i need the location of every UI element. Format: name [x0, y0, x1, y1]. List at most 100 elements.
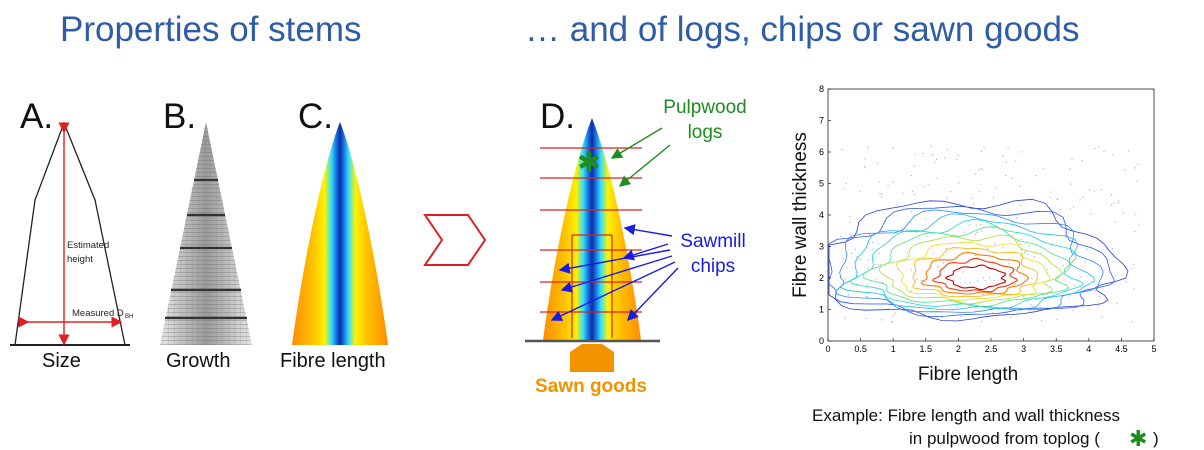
right-title: … and of logs, chips or sawn goods	[525, 10, 1080, 49]
noise-point	[993, 280, 995, 282]
noise-point	[1094, 290, 1097, 292]
noise-point	[1082, 297, 1084, 299]
noise-point	[959, 277, 961, 279]
noise-point	[925, 218, 927, 220]
noise-point	[918, 237, 920, 240]
noise-point	[983, 146, 985, 148]
pulpwood-arrows	[610, 127, 671, 187]
noise-point	[859, 190, 861, 192]
noise-point	[1133, 288, 1135, 290]
noise-point	[1002, 247, 1004, 249]
y-tick-label: 4	[819, 210, 824, 220]
noise-point	[882, 282, 884, 284]
noise-point	[974, 234, 976, 236]
noise-point	[1090, 213, 1092, 215]
noise-point	[864, 158, 867, 160]
noise-point	[1084, 261, 1086, 263]
noise-point	[1070, 183, 1072, 185]
noise-point	[1098, 146, 1100, 148]
noise-point	[881, 193, 883, 195]
noise-point	[1006, 312, 1008, 314]
noise-point	[968, 281, 971, 284]
noise-point	[1081, 160, 1083, 162]
noise-point	[1122, 212, 1124, 214]
noise-point	[1035, 175, 1037, 177]
noise-point	[1069, 208, 1071, 210]
noise-point	[1112, 260, 1114, 262]
x-tick-label: 3	[1021, 344, 1026, 354]
svg-text:✱: ✱	[577, 146, 600, 179]
noise-point	[868, 242, 870, 244]
example-asterisk-icon: ✱	[1129, 427, 1147, 450]
noise-point	[1071, 158, 1073, 160]
noise-point	[968, 224, 971, 226]
sawmill-arrows	[550, 224, 679, 322]
noise-point	[1100, 189, 1102, 191]
panel-a-caption: Size	[42, 350, 81, 372]
noise-point	[988, 277, 991, 279]
noise-point	[1115, 274, 1117, 277]
noise-point	[982, 293, 984, 296]
noise-point	[910, 174, 913, 177]
noise-point	[1015, 217, 1018, 219]
contour-line	[863, 226, 1072, 308]
noise-point	[959, 315, 962, 318]
contour-line	[944, 264, 1007, 291]
noise-point	[860, 258, 862, 260]
noise-point	[1031, 306, 1033, 308]
measured-dbh-label: Measured D	[72, 308, 124, 319]
noise-point	[1094, 147, 1096, 150]
noise-point	[1111, 204, 1113, 206]
noise-point	[867, 267, 869, 269]
noise-point	[946, 280, 948, 282]
noise-point	[847, 294, 850, 296]
noise-point	[1030, 303, 1032, 306]
noise-point	[942, 262, 944, 264]
noise-point	[866, 292, 868, 294]
noise-point	[921, 279, 923, 281]
pulpwood-label-2: logs	[688, 122, 723, 143]
noise-point	[1031, 277, 1033, 279]
contour-line	[849, 218, 1084, 310]
noise-point	[1113, 202, 1115, 205]
noise-point	[1008, 263, 1010, 265]
x-tick-label: 2.5	[985, 344, 998, 354]
noise-point	[1118, 201, 1120, 204]
x-tick-label: 0	[825, 344, 830, 354]
noise-point	[1020, 151, 1022, 153]
chart-x-label: Fibre length	[918, 364, 1018, 385]
noise-point	[1056, 199, 1058, 201]
noise-point	[906, 252, 908, 254]
noise-point	[1088, 189, 1090, 191]
noise-point	[932, 253, 935, 255]
noise-point	[856, 256, 858, 258]
panel-b-caption: Growth	[166, 350, 231, 372]
noise-point	[1027, 253, 1029, 255]
noise-point	[976, 232, 978, 234]
noise-point	[925, 259, 927, 261]
noise-point	[975, 254, 977, 257]
noise-point	[865, 296, 867, 298]
noise-point	[1002, 155, 1004, 157]
noise-point	[1106, 248, 1108, 250]
noise-point	[1022, 296, 1025, 298]
noise-point	[1014, 283, 1017, 285]
noise-point	[990, 222, 992, 224]
noise-point	[1133, 264, 1135, 266]
noise-point	[864, 166, 866, 168]
measured-dbh-subscript: BH	[125, 314, 133, 320]
noise-point	[1124, 169, 1126, 171]
noise-point	[936, 317, 939, 319]
noise-point	[949, 190, 952, 193]
noise-point	[978, 169, 980, 171]
noise-point	[872, 241, 874, 243]
noise-point	[956, 305, 959, 307]
noise-point	[1029, 310, 1031, 312]
contour-line	[835, 209, 1104, 313]
noise-point	[981, 168, 983, 170]
noise-point	[891, 320, 893, 323]
noise-point	[922, 152, 924, 154]
pulpwood-label-1: Pulpwood	[663, 97, 746, 118]
